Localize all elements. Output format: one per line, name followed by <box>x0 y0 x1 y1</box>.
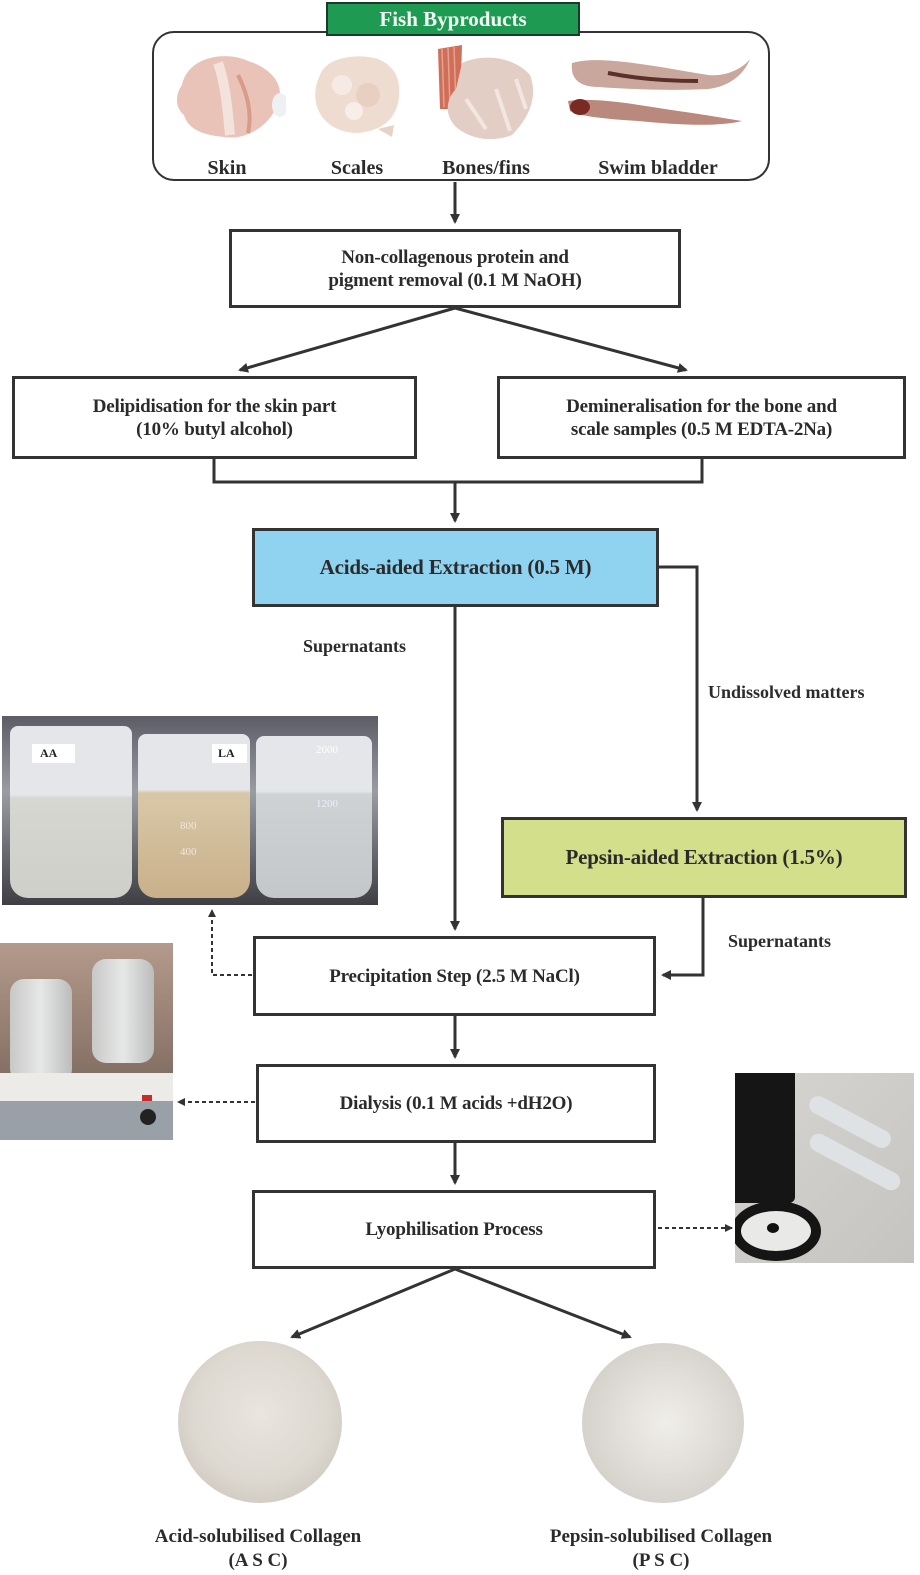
byproduct-label: Swim bladder <box>598 157 718 179</box>
product-name: Pepsin-solubilised Collagen <box>549 1526 773 1547</box>
page-title-text: Fish Byproducts <box>379 6 527 31</box>
beaker-aa: AA <box>10 726 132 898</box>
swim-bladder-item: Swim bladder <box>558 45 758 179</box>
dryer-drain-icon <box>767 1223 779 1233</box>
stirrer-knob-icon <box>140 1109 156 1125</box>
product-abbr: (A S C) <box>228 1550 288 1571</box>
graduation-mark: 400 <box>180 846 197 858</box>
step-text: scale samples (0.5 M EDTA-2Na) <box>570 418 833 440</box>
scales-item: Scales <box>302 45 412 179</box>
edge-label-supernatants-pepsin: Supernatants <box>728 931 832 951</box>
asc-caption: Acid-solubilised Collagen (A S C) <box>108 1525 408 1573</box>
byproduct-label: Scales <box>330 157 384 179</box>
step-text: Pepsin-aided Extraction (1.5%) <box>565 845 843 869</box>
lyophilisation-step: Lyophilisation Process <box>252 1190 656 1269</box>
psc-caption: Pepsin-solubilised Collagen (P S C) <box>496 1525 826 1573</box>
arrow-pepsin-to-precipitation <box>661 898 705 980</box>
graduation-mark: 1200 <box>316 798 338 810</box>
arrow-to-delipidisation <box>238 306 456 373</box>
step-text: Precipitation Step (2.5 M NaCl) <box>329 965 580 987</box>
dryer-base-ring <box>735 1201 821 1261</box>
arrow-to-demineralisation <box>454 306 688 373</box>
freeze-dryer-photo <box>735 1073 914 1263</box>
fish-scales-photo <box>315 56 400 137</box>
stirrer-beaker <box>92 959 154 1063</box>
fish-skin-photo <box>177 56 288 138</box>
beakers-photo: AA LA 800 400 2000 1200 <box>2 716 378 905</box>
beaker-la: LA 800 400 <box>138 734 250 898</box>
beaker-label: AA <box>32 744 76 763</box>
edge-label-undissolved: Undissolved matters <box>708 682 865 702</box>
demineralisation-step: Demineralisation for the bone and scale … <box>497 376 906 459</box>
step-text: Delipidisation for the skin part <box>92 395 337 417</box>
byproduct-label: Skin <box>207 157 247 179</box>
step-text: Non-collagenous protein and <box>341 246 569 268</box>
arrow-acid-to-pepsin <box>659 565 702 812</box>
step-text: Lyophilisation Process <box>365 1219 543 1240</box>
magnetic-stirrer-photo <box>0 943 173 1140</box>
arrow-to-asc <box>290 1267 456 1339</box>
acid-extraction-step: Acids-aided Extraction (0.5 M) <box>252 528 659 607</box>
graduation-mark: 800 <box>180 820 197 832</box>
fish-bones-fins-photo <box>438 45 534 140</box>
pepsin-extraction-step: Pepsin-aided Extraction (1.5%) <box>501 817 907 898</box>
beaker-label: LA <box>212 744 247 763</box>
psc-sample-photo <box>582 1343 744 1503</box>
dryer-chamber <box>735 1073 795 1203</box>
arrow-to-psc <box>454 1267 632 1339</box>
step-text: (10% butyl alcohol) <box>136 418 293 440</box>
dialysis-step: Dialysis (0.1 M acids +dH2O) <box>256 1064 656 1143</box>
stirrer-beaker <box>10 979 72 1083</box>
asc-sample-photo <box>178 1341 342 1503</box>
byproduct-label: Bones/fins <box>442 157 530 179</box>
step-text: Dialysis (0.1 M acids +dH2O) <box>339 1093 573 1114</box>
skin-item: Skin <box>168 45 288 179</box>
graduation-mark: 2000 <box>316 744 338 756</box>
bones-fins-item: Bones/fins <box>426 39 546 179</box>
byproducts-panel: Skin Scales Bones/fins Swim bladder <box>152 31 770 181</box>
step-text: pigment removal (0.1 M NaOH) <box>328 269 582 291</box>
edge-label-supernatants: Supernatants <box>303 636 407 656</box>
swim-bladder-photo <box>568 59 750 125</box>
merge-connector <box>212 458 704 484</box>
stirrer-switch-icon <box>142 1095 152 1101</box>
dashed-arrow-to-beakers-photo <box>208 909 252 976</box>
page-title: Fish Byproducts <box>326 2 580 36</box>
pretreatment-step: Non-collagenous protein and pigment remo… <box>229 229 681 308</box>
step-text: Acids-aided Extraction (0.5 M) <box>319 555 592 579</box>
product-name: Acid-solubilised Collagen <box>154 1526 362 1547</box>
precipitation-step: Precipitation Step (2.5 M NaCl) <box>253 936 656 1016</box>
product-abbr: (P S C) <box>632 1550 690 1571</box>
step-text: Demineralisation for the bone and <box>566 395 837 417</box>
delipidisation-step: Delipidisation for the skin part (10% bu… <box>12 376 417 459</box>
beaker-control: 2000 1200 <box>256 736 372 898</box>
